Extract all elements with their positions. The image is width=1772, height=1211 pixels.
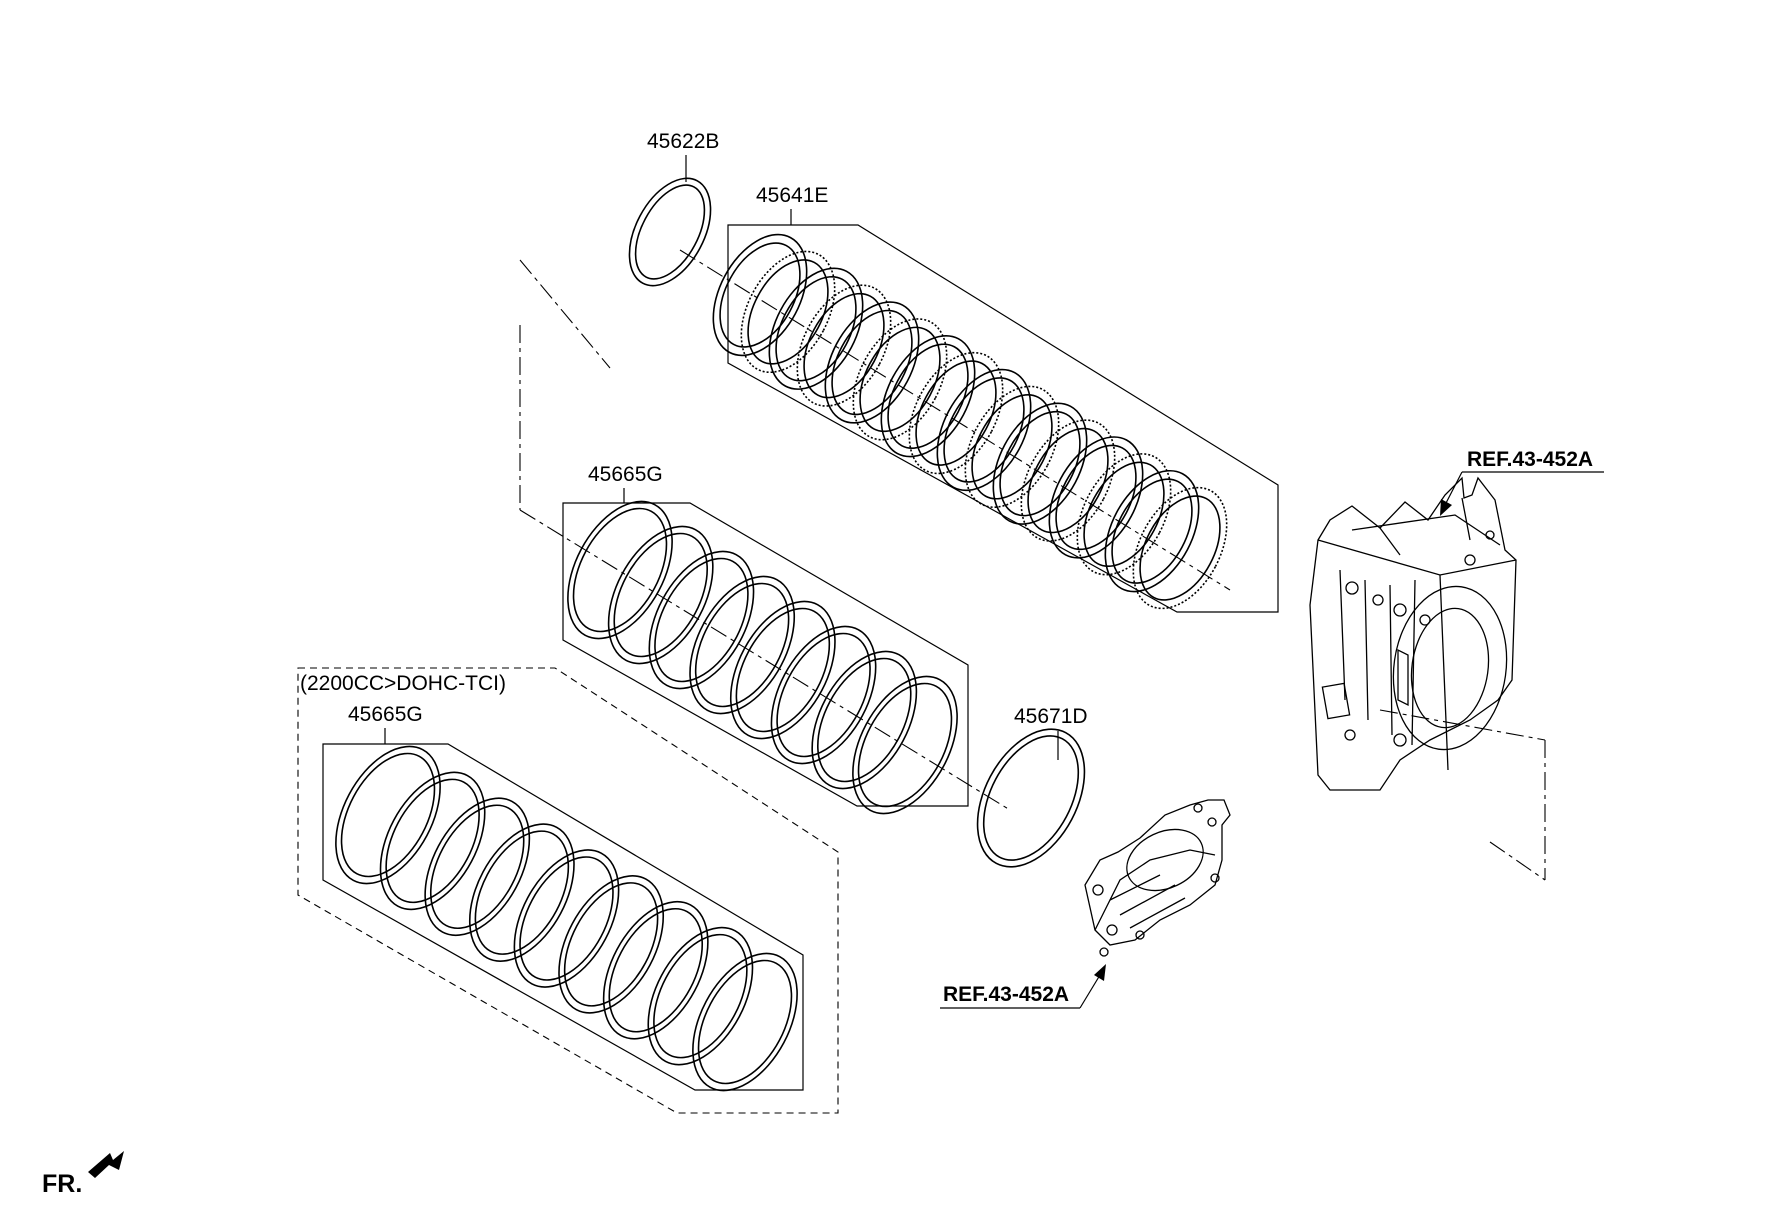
ref-arrow-lower (1094, 964, 1106, 981)
ref-callout-upper[interactable]: REF.43-452A (1440, 448, 1604, 516)
clutch-ring (964, 385, 1060, 508)
clutch-ring (1132, 486, 1228, 610)
bracket-45665G-lower (322, 743, 804, 1091)
clutch-ring (335, 745, 441, 885)
part-45665G-clutch-discs-upper[interactable] (546, 484, 978, 831)
clutch-ring (1020, 419, 1116, 542)
clutch-ring (908, 351, 1004, 475)
clutch-ring (770, 625, 877, 765)
label-45622B: 45622B (647, 130, 719, 153)
ref-arrow-upper (1440, 499, 1452, 516)
transmission-case (1309, 476, 1517, 791)
clutch-ring (852, 318, 948, 441)
front-arrow-icon (88, 1151, 124, 1178)
part-45641E-clutch-plates[interactable] (694, 219, 1246, 624)
clutch-ring (992, 402, 1088, 525)
clutch-ring (513, 849, 620, 988)
clutch-ring (1048, 436, 1144, 559)
clutch-ring (648, 550, 755, 690)
clutch-ring (852, 675, 958, 815)
ref-label-lower: REF.43-452A (943, 983, 1069, 1006)
part-45622B-snap-ring[interactable] (613, 165, 727, 299)
clutch-ring (689, 575, 796, 715)
clutch-ring (880, 335, 976, 458)
clutch-ring (1104, 469, 1200, 593)
clutch-ring (558, 875, 665, 1014)
label-45665G-lower: 45665G (348, 703, 423, 726)
front-label: FR. (42, 1170, 82, 1198)
clutch-ring (692, 952, 798, 1092)
clutch-ring (768, 267, 864, 390)
part-45665G-clutch-discs-lower[interactable] (314, 729, 818, 1108)
clutch-ring (824, 301, 920, 424)
label-45665G-upper: 45665G (588, 463, 663, 486)
clutch-ring (729, 600, 836, 740)
label-variant-note: (2200CC>DOHC-TCI) (300, 672, 506, 695)
clutch-ring (607, 525, 714, 665)
variant-outline (297, 667, 839, 1114)
clutch-ring (796, 284, 892, 407)
assembly-axis-lines (519, 249, 1546, 881)
label-45641E: 45641E (756, 184, 828, 207)
clutch-ring (740, 250, 836, 374)
clutch-ring (712, 233, 808, 357)
part-45671D-snap-ring[interactable] (956, 711, 1107, 885)
bracket-45641E (727, 224, 1279, 613)
label-45671D: 45671D (1014, 705, 1088, 728)
clutch-ring (567, 500, 673, 640)
clutch-ring (647, 926, 754, 1066)
clutch-ring (468, 823, 575, 962)
clutch-ring (811, 650, 918, 790)
front-direction-marker: FR. (42, 1151, 124, 1198)
ref-callout-lower[interactable]: REF.43-452A (940, 964, 1106, 1009)
ref-label-upper: REF.43-452A (1467, 448, 1593, 471)
clutch-ring (936, 368, 1032, 492)
transmission-cover (1084, 799, 1231, 957)
bracket-45665G-upper (562, 502, 969, 807)
clutch-ring (1076, 453, 1172, 576)
clutch-ring (602, 900, 709, 1040)
clutch-ring (424, 797, 531, 937)
clutch-ring (379, 771, 486, 911)
